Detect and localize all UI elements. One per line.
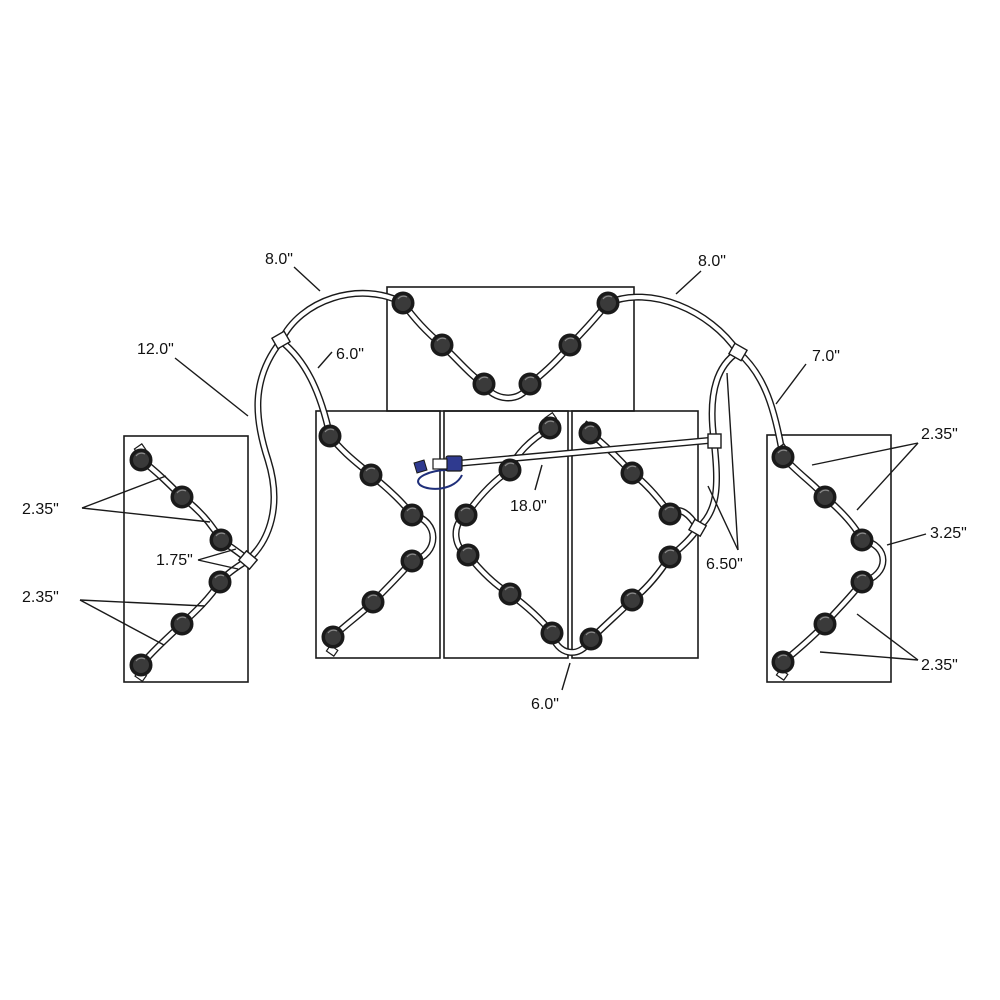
label-left-top-span: 8.0" bbox=[265, 251, 293, 268]
tee-fitting-icon bbox=[687, 518, 708, 538]
massage-jet-icon bbox=[540, 621, 564, 645]
label-right-panel-upper: 2.35" bbox=[921, 426, 958, 443]
leader-left-panel-joint-b bbox=[197, 559, 239, 570]
massage-jet-icon bbox=[400, 549, 424, 573]
massage-jet-icon bbox=[579, 627, 603, 651]
massage-jet-icon bbox=[209, 528, 233, 552]
air-connector bbox=[413, 455, 463, 490]
label-right-drop: 6.50" bbox=[706, 556, 743, 573]
massage-jet-icon bbox=[318, 424, 342, 448]
massage-jet-icon bbox=[771, 445, 795, 469]
massage-jet-icon bbox=[620, 461, 644, 485]
tee-fittings bbox=[237, 330, 749, 571]
tube-top-right-arc bbox=[604, 293, 742, 356]
tube-center-right-chain bbox=[586, 429, 702, 643]
massage-jet-icon bbox=[498, 582, 522, 606]
leader-right-top-span bbox=[675, 270, 702, 295]
leader-right-drop-b bbox=[707, 485, 739, 551]
leader-left-top-span bbox=[293, 266, 321, 292]
massage-jet-icon bbox=[208, 570, 232, 594]
label-right-top-span: 8.0" bbox=[698, 253, 726, 270]
leader-left-panel-joint-a bbox=[197, 548, 237, 561]
leader-feed-line bbox=[534, 464, 543, 491]
label-right-panel-lower: 2.35" bbox=[921, 657, 958, 674]
leader-right-panel-upper-b bbox=[856, 442, 919, 511]
tee-fitting-icon bbox=[270, 330, 292, 350]
massage-jet-icon bbox=[596, 291, 620, 315]
massage-jet-icon bbox=[456, 543, 480, 567]
massage-jet-icon bbox=[454, 503, 478, 527]
label-left-panel-lower: 2.35" bbox=[22, 589, 59, 606]
massage-jet-icon bbox=[813, 485, 837, 509]
connector-nut bbox=[432, 458, 448, 470]
connector-wire bbox=[417, 469, 463, 490]
label-left-inner-run: 6.0" bbox=[336, 346, 364, 363]
massage-jet-icon bbox=[359, 463, 383, 487]
massage-jet-icon bbox=[538, 416, 562, 440]
leader-left-panel-lower-b bbox=[79, 599, 165, 646]
massage-jet-icon bbox=[658, 502, 682, 526]
connector-plug-icon bbox=[413, 459, 428, 474]
massage-jet-icon bbox=[850, 570, 874, 594]
label-feed-line: 18.0" bbox=[510, 498, 547, 515]
label-right-panel-mid: 3.25" bbox=[930, 525, 967, 542]
massage-jet-icon bbox=[361, 590, 385, 614]
leader-right-panel-upper-a bbox=[811, 442, 919, 466]
massage-jet-icon bbox=[129, 653, 153, 677]
panel-center-left bbox=[315, 410, 441, 659]
massage-jet-icon bbox=[430, 333, 454, 357]
massage-jet-icon bbox=[771, 650, 795, 674]
panel-right bbox=[766, 434, 892, 683]
leader-right-panel-lower-b bbox=[819, 651, 919, 661]
tee-fitting-icon bbox=[727, 342, 749, 362]
panel-frames bbox=[123, 286, 892, 683]
leader-right-panel-lower-a bbox=[856, 613, 919, 661]
leader-left-panel-lower-a bbox=[79, 599, 206, 607]
massage-jet-icon bbox=[518, 372, 542, 396]
air-connector-icon bbox=[445, 455, 463, 472]
leader-left-panel-upper-b bbox=[81, 507, 211, 523]
massage-jet-icon bbox=[620, 588, 644, 612]
leader-bottom-bridge bbox=[561, 662, 571, 691]
massage-jet-icon bbox=[472, 372, 496, 396]
massage-jet-icon bbox=[391, 291, 415, 315]
massage-jet-icon bbox=[400, 503, 424, 527]
leader-lines bbox=[79, 266, 927, 691]
tube-right-outer-run bbox=[734, 348, 887, 666]
tube-left-inner-run bbox=[277, 337, 437, 641]
dimension-labels: 8.0" 8.0" 12.0" 6.0" 7.0" 2.35" 1.75" 2.… bbox=[22, 251, 967, 713]
massage-jet-icon bbox=[321, 625, 345, 649]
massage-jet-icon bbox=[850, 528, 874, 552]
tee-fitting-icon bbox=[707, 433, 722, 449]
leader-left-panel-upper-a bbox=[81, 475, 167, 509]
massage-jet-icon bbox=[558, 333, 582, 357]
leader-left-outer-run bbox=[174, 357, 249, 417]
jets bbox=[129, 291, 874, 677]
massage-jet-icon bbox=[170, 612, 194, 636]
leader-right-outer-run bbox=[775, 363, 807, 405]
massage-jet-icon bbox=[170, 485, 194, 509]
label-bottom-bridge: 6.0" bbox=[531, 696, 559, 713]
tee-fitting-icon bbox=[237, 549, 259, 571]
label-right-outer-run: 7.0" bbox=[812, 348, 840, 365]
label-left-panel-upper: 2.35" bbox=[22, 501, 59, 518]
leader-left-inner-run bbox=[317, 351, 333, 369]
label-left-outer-run: 12.0" bbox=[137, 341, 174, 358]
massage-jet-icon bbox=[498, 458, 522, 482]
massage-jet-icon bbox=[129, 448, 153, 472]
massage-jet-icon bbox=[658, 545, 682, 569]
leader-right-drop-a bbox=[726, 372, 739, 551]
leader-right-panel-mid bbox=[886, 533, 927, 546]
panel-center-middle bbox=[443, 410, 569, 659]
label-left-panel-joint: 1.75" bbox=[156, 552, 193, 569]
massage-jet-icon bbox=[578, 421, 602, 445]
massage-jet-icon bbox=[813, 612, 837, 636]
